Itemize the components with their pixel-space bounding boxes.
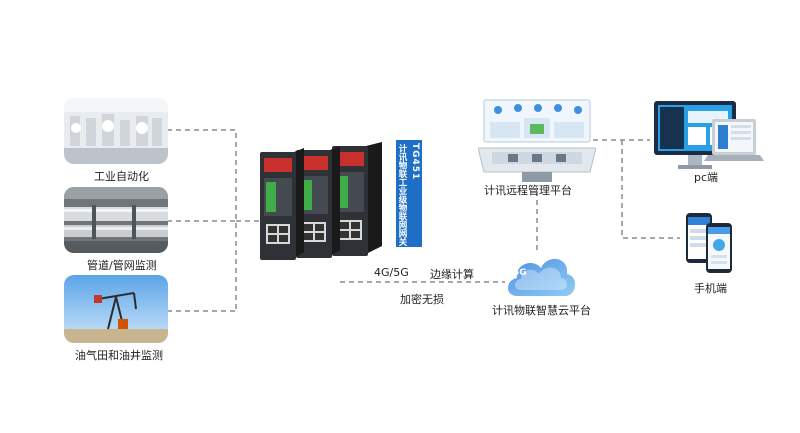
- cloud-icon: [508, 258, 576, 296]
- gateway-unit-3: [332, 142, 382, 256]
- link-mobile: [621, 140, 680, 239]
- mobile-illustration: [686, 213, 732, 273]
- automation-image: [64, 98, 168, 164]
- gateway-devices: [260, 142, 382, 260]
- link-automation: [167, 129, 237, 311]
- secure-label: 加密无损: [400, 293, 444, 306]
- oilfield-label: 油气田和油井监测: [75, 349, 163, 362]
- pc-illustration: [654, 101, 764, 169]
- network-label: 4G/5G: [374, 266, 409, 279]
- pipeline-label: 管道/管网监测: [87, 259, 157, 272]
- automation-label: 工业自动化: [94, 170, 149, 183]
- cloud-badge: 5G: [513, 268, 527, 278]
- device-name: 计讯物联工业级物联网网关: [397, 144, 407, 246]
- gateway-unit-1: [260, 148, 304, 260]
- cloud-platform-label: 计讯物联智慧云平台: [492, 304, 591, 317]
- oilfield-image: [64, 275, 168, 343]
- pc-label: pc端: [694, 171, 719, 184]
- remote-platform-label: 计讯远程管理平台: [484, 184, 572, 197]
- device-banner: TG451 计讯物联工业级物联网网关: [396, 140, 422, 247]
- mobile-label: 手机端: [694, 282, 727, 295]
- pipeline-image: [64, 187, 168, 253]
- remote-platform-illustration: [478, 99, 596, 182]
- gateway-unit-2: [296, 146, 340, 258]
- device-model: TG451: [410, 143, 420, 181]
- edge-label: 边缘计算: [430, 268, 474, 281]
